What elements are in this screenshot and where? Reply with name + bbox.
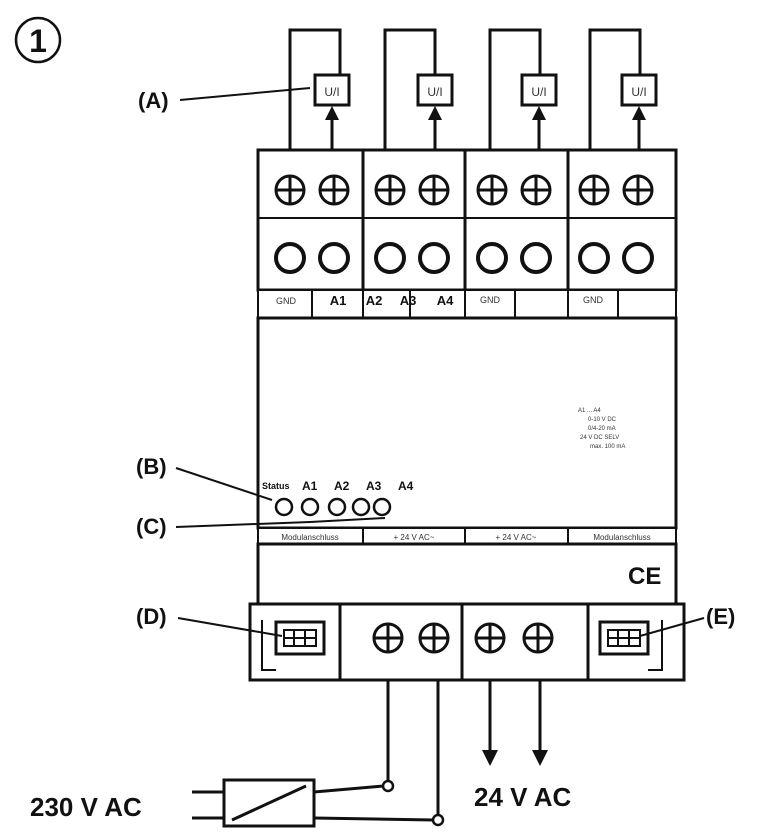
terminal-label-a4: A4 xyxy=(437,293,454,308)
bus-label-4: Modulanschluss xyxy=(593,533,650,542)
ce-mark: CE xyxy=(628,563,661,590)
led-a1 xyxy=(300,497,320,517)
sensor-label-4: U/I xyxy=(631,85,646,99)
supply-in-label: 230 V AC xyxy=(30,792,142,822)
terminal-label-gnd-2: GND xyxy=(480,295,501,305)
spec-line-1: A1 ... A4 xyxy=(578,408,601,414)
spec-line-2: 0-10 V DC xyxy=(588,417,617,423)
lower-housing: CE xyxy=(248,542,686,682)
spec-line-5: max. 100 mA xyxy=(590,444,625,450)
module-connector-left xyxy=(261,620,326,671)
led-a3 xyxy=(351,497,371,517)
led-label-status: Status xyxy=(262,481,290,491)
led-a2 xyxy=(327,497,347,517)
callout-b: (B) xyxy=(136,454,167,479)
callout-a: (A) xyxy=(138,88,169,113)
spec-line-4: 24 V DC SELV xyxy=(580,435,619,441)
bus-label-3: + 24 V AC~ xyxy=(496,533,537,542)
bus-label-strip: Modulanschluss + 24 V AC~ + 24 V AC~ Mod… xyxy=(257,527,677,545)
figure-number: 1 xyxy=(29,23,47,59)
supply-out-label: 24 V AC xyxy=(474,782,572,812)
callout-c: (C) xyxy=(136,514,167,539)
terminal-label-strip: GND A1 A2 A3 A4 GND GND xyxy=(257,289,677,319)
sensor-loop-1: U/I xyxy=(288,28,351,150)
led-label-a4: A4 xyxy=(398,479,414,493)
supply-wiring xyxy=(192,680,548,828)
bus-label-2: + 24 V AC~ xyxy=(394,533,435,542)
sensor-label-2: U/I xyxy=(427,85,442,99)
led-a4 xyxy=(372,497,392,517)
sensor-loop-3: U/I xyxy=(488,28,558,150)
sensor-loop-2: U/I xyxy=(383,28,454,150)
spec-line-3: 0/4-20 mA xyxy=(588,426,616,432)
module-connector-right xyxy=(598,620,663,671)
terminal-label-a1: A1 xyxy=(330,293,347,308)
sensor-loop-4: U/I xyxy=(588,28,658,150)
terminal-label-gnd-1: GND xyxy=(276,296,297,306)
callout-d: (D) xyxy=(136,604,167,629)
terminal-label-a3: A3 xyxy=(400,293,417,308)
module-housing xyxy=(256,148,678,292)
terminal-label-a2: A2 xyxy=(366,293,383,308)
led-label-a1: A1 xyxy=(302,479,318,493)
callout-e: (E) xyxy=(706,604,735,629)
led-label-a2: A2 xyxy=(334,479,350,493)
front-panel: A1 ... A4 0-10 V DC 0/4-20 mA 24 V DC SE… xyxy=(256,316,678,530)
sensor-label-1: U/I xyxy=(324,85,339,99)
led-label-a3: A3 xyxy=(366,479,382,493)
sensor-label-3: U/I xyxy=(531,85,546,99)
led-status xyxy=(274,497,294,517)
figure-number-badge: 1 xyxy=(14,16,62,64)
bus-label-1: Modulanschluss xyxy=(281,533,338,542)
terminal-label-gnd-3: GND xyxy=(583,295,604,305)
